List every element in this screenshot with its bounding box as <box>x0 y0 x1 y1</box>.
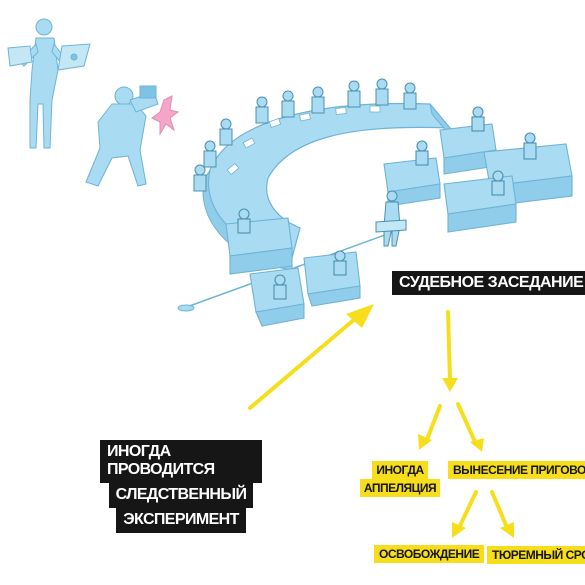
flow-arrows <box>248 310 510 532</box>
right-desks <box>383 106 573 233</box>
verdict-label: ВЫНЕСЕНИЕ ПРИГОВОРА <box>448 461 585 479</box>
appeal-line-1: ИНОГДА <box>372 461 428 479</box>
appeal-label: ИНОГДА АППЕЛЯЦИЯ <box>359 461 441 497</box>
prison-term-label: ТЮРЕМНЫЙ СРОК <box>487 546 585 564</box>
arrow-to-release <box>456 490 478 532</box>
experiment-label: ИНОГДА ПРОВОДИТСЯ СЛЕДСТВЕННЫЙ ЭКСПЕРИМЕ… <box>100 440 262 533</box>
appeal-line-2: АППЕЛЯЦИЯ <box>359 479 441 497</box>
experiment-line-1: ИНОГДА ПРОВОДИТСЯ <box>100 440 262 483</box>
arrow-to-prison <box>490 490 510 532</box>
lower-desks <box>225 208 361 327</box>
witness-figure <box>375 190 407 247</box>
photographer-figure <box>85 85 180 187</box>
presenter-figure <box>7 18 91 149</box>
arrow-session-down <box>446 310 452 382</box>
release-label: ОСВОБОЖДЕНИЕ <box>374 545 485 563</box>
experiment-line-2: СЛЕДСТВЕННЫЙ <box>108 483 254 508</box>
arrow-to-verdict <box>456 402 478 446</box>
arrow-heads <box>346 304 514 538</box>
court-session-label: СУДЕБНОЕ ЗАСЕДАНИЕ <box>392 271 585 295</box>
experiment-line-3: ЭКСПЕРИМЕНТ <box>116 508 246 533</box>
arrow-experiment-to-session <box>248 316 358 410</box>
arrow-to-appeal <box>424 404 442 444</box>
